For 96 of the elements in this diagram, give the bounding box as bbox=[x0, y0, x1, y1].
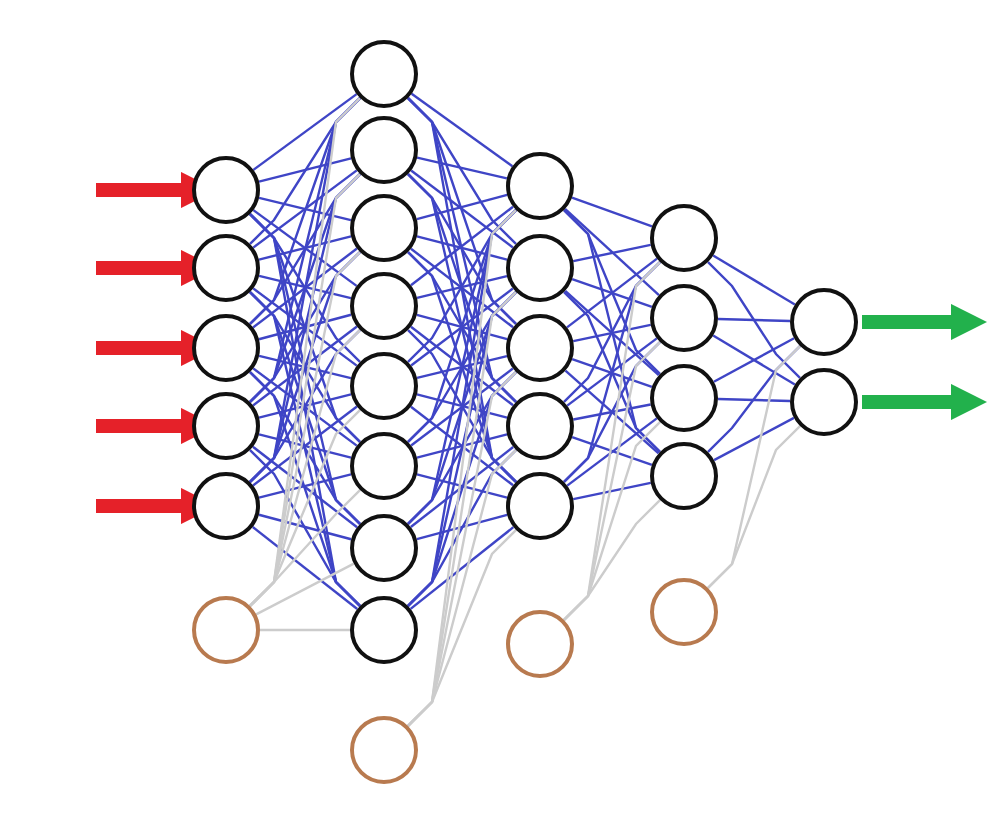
neuron-circle bbox=[506, 314, 574, 382]
connection-line bbox=[564, 289, 660, 377]
neuron-circle bbox=[192, 392, 260, 460]
connection-line bbox=[564, 369, 660, 455]
connection-line bbox=[410, 287, 514, 367]
connection-line bbox=[255, 562, 355, 616]
connection-line bbox=[252, 526, 358, 610]
neuron-circle bbox=[350, 514, 418, 582]
connection-line bbox=[573, 481, 651, 501]
connection-line bbox=[258, 433, 352, 459]
connection-line bbox=[566, 337, 658, 407]
connection-line bbox=[410, 367, 514, 447]
connection-line bbox=[252, 93, 358, 171]
connection-line bbox=[571, 358, 653, 388]
connection-line bbox=[252, 209, 358, 287]
connection-line bbox=[258, 354, 352, 380]
connection-line bbox=[258, 513, 352, 541]
connection-line bbox=[573, 243, 651, 263]
connection-line bbox=[566, 417, 658, 487]
neuron-circle bbox=[650, 442, 718, 510]
neuron-circle bbox=[350, 116, 418, 184]
connection-line bbox=[410, 205, 514, 287]
connection-line bbox=[416, 235, 508, 261]
neuron-circle bbox=[350, 596, 418, 664]
neuron-circle bbox=[350, 194, 418, 262]
neuron-circle bbox=[650, 204, 718, 272]
connection-line bbox=[252, 405, 358, 487]
connection-line bbox=[563, 291, 661, 453]
connection-line bbox=[258, 274, 352, 300]
connection-line bbox=[416, 393, 508, 419]
connection-line bbox=[410, 247, 514, 329]
connection-line bbox=[416, 354, 508, 380]
neuron-circle bbox=[790, 288, 858, 356]
connection-line bbox=[416, 313, 508, 341]
connection-line bbox=[258, 196, 352, 222]
connection-line bbox=[416, 433, 508, 459]
neuron-circle bbox=[192, 472, 260, 540]
connection-line bbox=[571, 196, 653, 228]
connection-line bbox=[258, 235, 352, 261]
connection-line bbox=[258, 157, 352, 183]
arrow bbox=[862, 303, 988, 341]
connection-line bbox=[410, 325, 514, 407]
connection-line bbox=[416, 513, 508, 541]
connection-line bbox=[252, 445, 358, 529]
connection-line bbox=[566, 257, 658, 329]
connection-line bbox=[410, 405, 514, 487]
connection-line bbox=[571, 278, 653, 308]
connection-line bbox=[410, 92, 514, 168]
connection-line bbox=[252, 169, 358, 249]
connection-line bbox=[407, 329, 517, 483]
connection-line bbox=[564, 208, 660, 296]
connection-line bbox=[713, 416, 795, 462]
connection-line bbox=[571, 436, 653, 466]
connection-line bbox=[707, 425, 801, 589]
connection-line bbox=[573, 403, 651, 421]
neuron-circle bbox=[350, 272, 418, 340]
connection-line bbox=[410, 446, 514, 528]
connection-line bbox=[252, 367, 358, 447]
neuron-circle bbox=[192, 234, 260, 302]
neuron-circle bbox=[350, 432, 418, 500]
neuron-circle bbox=[350, 352, 418, 420]
connection-line bbox=[409, 526, 515, 610]
neuron-circle bbox=[506, 472, 574, 540]
bias-neuron-circle bbox=[650, 578, 718, 646]
bias-neuron-circle bbox=[350, 716, 418, 784]
connection-line bbox=[416, 193, 508, 221]
bias-neuron-circle bbox=[506, 610, 574, 678]
connection-line bbox=[416, 473, 508, 499]
connection-line bbox=[712, 254, 796, 306]
connection-line bbox=[252, 287, 358, 367]
connection-line bbox=[573, 323, 651, 343]
neuron-circle bbox=[650, 284, 718, 352]
connection-line bbox=[416, 274, 508, 300]
connection-line bbox=[717, 317, 791, 323]
neuron-circle bbox=[650, 364, 718, 432]
connection-line bbox=[258, 473, 352, 499]
neuron-circle bbox=[506, 392, 574, 460]
connection-line bbox=[707, 261, 801, 379]
connection-line bbox=[260, 628, 350, 632]
connection-line bbox=[717, 397, 791, 403]
connection-line bbox=[258, 313, 352, 341]
connection-line bbox=[252, 247, 358, 329]
neuron-circle bbox=[350, 40, 418, 108]
neuron-circle bbox=[506, 152, 574, 220]
connection-line bbox=[416, 156, 508, 180]
neuron-circle bbox=[192, 314, 260, 382]
connection-line bbox=[563, 499, 661, 621]
neuron-circle bbox=[790, 368, 858, 436]
neuron-circle bbox=[506, 234, 574, 302]
bias-neuron-circle bbox=[192, 596, 260, 664]
connection-line bbox=[252, 325, 358, 407]
connection-line bbox=[410, 169, 514, 249]
connection-line bbox=[249, 449, 361, 607]
neuron-circle bbox=[192, 156, 260, 224]
arrow bbox=[862, 383, 988, 421]
connection-line bbox=[258, 393, 352, 419]
